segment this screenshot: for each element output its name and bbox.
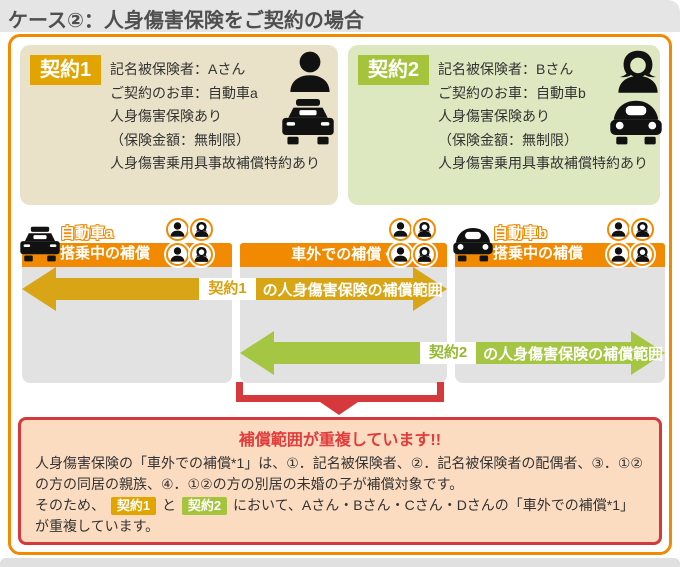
car-front-boxy-icon [280,99,336,147]
zone-outside-car: 車外での補償 *1 [240,218,447,383]
detail-line: （保険金額：無制限） [438,131,578,148]
contract2-range-label: 契約2 の人身傷害保険の補償範囲 [418,331,665,375]
notice-paragraph-2: そのため、 契約1 と 契約2 において、Aさん・Bさん・Cさん・Dさんの「車外… [35,495,645,537]
detail-line: 記名被保険者：Aさん [110,61,246,77]
detail-line: ご契約のお車：自動車a [110,84,258,101]
zone-label-line: 自動車a [60,225,114,242]
person-circle-icon [413,218,436,241]
footer-band [0,558,680,567]
person-circle-icon [389,242,412,266]
contract2-badge: 契約2 [419,342,477,364]
contract2-card: 契約2 記名被保険者：Bさん ご契約のお車：自動車b 人身傷害保険あり （保険金… [348,45,660,205]
range-label-text: の人身傷害保険の補償範囲 [483,345,664,363]
covered-people-icons [166,218,216,266]
person-circle-icon [190,218,213,241]
down-arrow-icon [320,402,358,415]
page-title: ケース②：人身傷害保険をご契約の場合 [8,10,364,32]
woman-icon [614,47,662,97]
overlap-notice-box: 補償範囲が重複しています!! 人身傷害保険の「車外での補償*1」は、①．記名被保… [18,417,662,545]
person-circle-icon [190,242,213,266]
car-front-round-icon [608,99,664,147]
contract2-details: 記名被保険者：Bさん ご契約のお車：自動車b 人身傷害保険あり （保険金額：無制… [438,58,648,176]
contract1-badge: 契約1 [30,55,102,85]
detail-line: 人身傷害保険あり [438,108,550,124]
detail-line: 記名被保険者：Bさん [438,61,574,77]
zone-label-line: 自動車b [493,225,548,242]
person-circle-icon [631,242,654,266]
detail-line: （保険金額：無制限） [110,131,250,148]
detail-line: ご契約のお車：自動車b [438,84,586,101]
zone-header-bar [240,243,447,267]
person-circle-icon [607,242,630,266]
car-front-boxy-icon [19,221,61,269]
covered-people-icons [389,218,439,266]
zone-car-b-label: 自動車b 搭乗中の補償 [493,224,583,264]
contract1-range-label: 契約1 の人身傷害保険の補償範囲 [195,267,447,311]
notice-title: 補償範囲が重複しています!! [238,432,442,449]
contract2-badge: 契約2 [358,55,430,85]
person-circle-icon [166,218,189,241]
man-icon [286,47,334,97]
person-circle-icon [413,242,436,266]
zone-label-line: 搭乗中の補償 [493,245,584,262]
zone-label-line: 車外での補償 [291,246,382,263]
zone-label-line: 搭乗中の補償 [60,245,151,262]
contract2-inline-badge: 契約2 [181,497,228,515]
range-label-text: の人身傷害保険の補償範囲 [262,281,443,299]
detail-line: 人身傷害保険あり [110,108,222,124]
person-circle-icon [389,218,412,241]
car-front-round-icon [452,221,494,269]
bracket-bottom-bar [236,395,444,402]
notice-text: そのため、 [35,497,105,513]
zone-car-a-label: 自動車a 搭乗中の補償 [60,224,150,264]
detail-line: 人身傷害乗用具事故補償特約あり [110,155,320,171]
zone-car-a-riding: 自動車a 搭乗中の補償 [22,218,232,383]
notice-text: と [162,497,180,513]
person-circle-icon [166,242,189,266]
person-circle-icon [607,218,630,241]
contract1-inline-badge: 契約1 [110,497,157,515]
person-circle-icon [631,218,654,241]
contract1-details: 記名被保険者：Aさん ご契約のお車：自動車a 人身傷害保険あり （保険金額：無制… [110,58,320,176]
contract1-card: 契約1 記名被保険者：Aさん ご契約のお車：自動車a 人身傷害保険あり （保険金… [20,45,338,205]
notice-paragraph-1: 人身傷害保険の「車外での補償*1」は、①．記名被保険者、②．記名被保険者の配偶者… [35,455,643,492]
notice-text: において、Aさん・Bさん・Cさん・Dさんの「車外での補償*1」が重複しています。 [35,497,635,534]
detail-line: 人身傷害乗用具事故補償特約あり [438,155,648,171]
header-band [0,0,680,32]
bracket-right-edge [437,382,444,402]
bracket-left-edge [236,382,243,402]
contract1-badge: 契約1 [199,278,256,300]
covered-people-icons [607,218,657,266]
